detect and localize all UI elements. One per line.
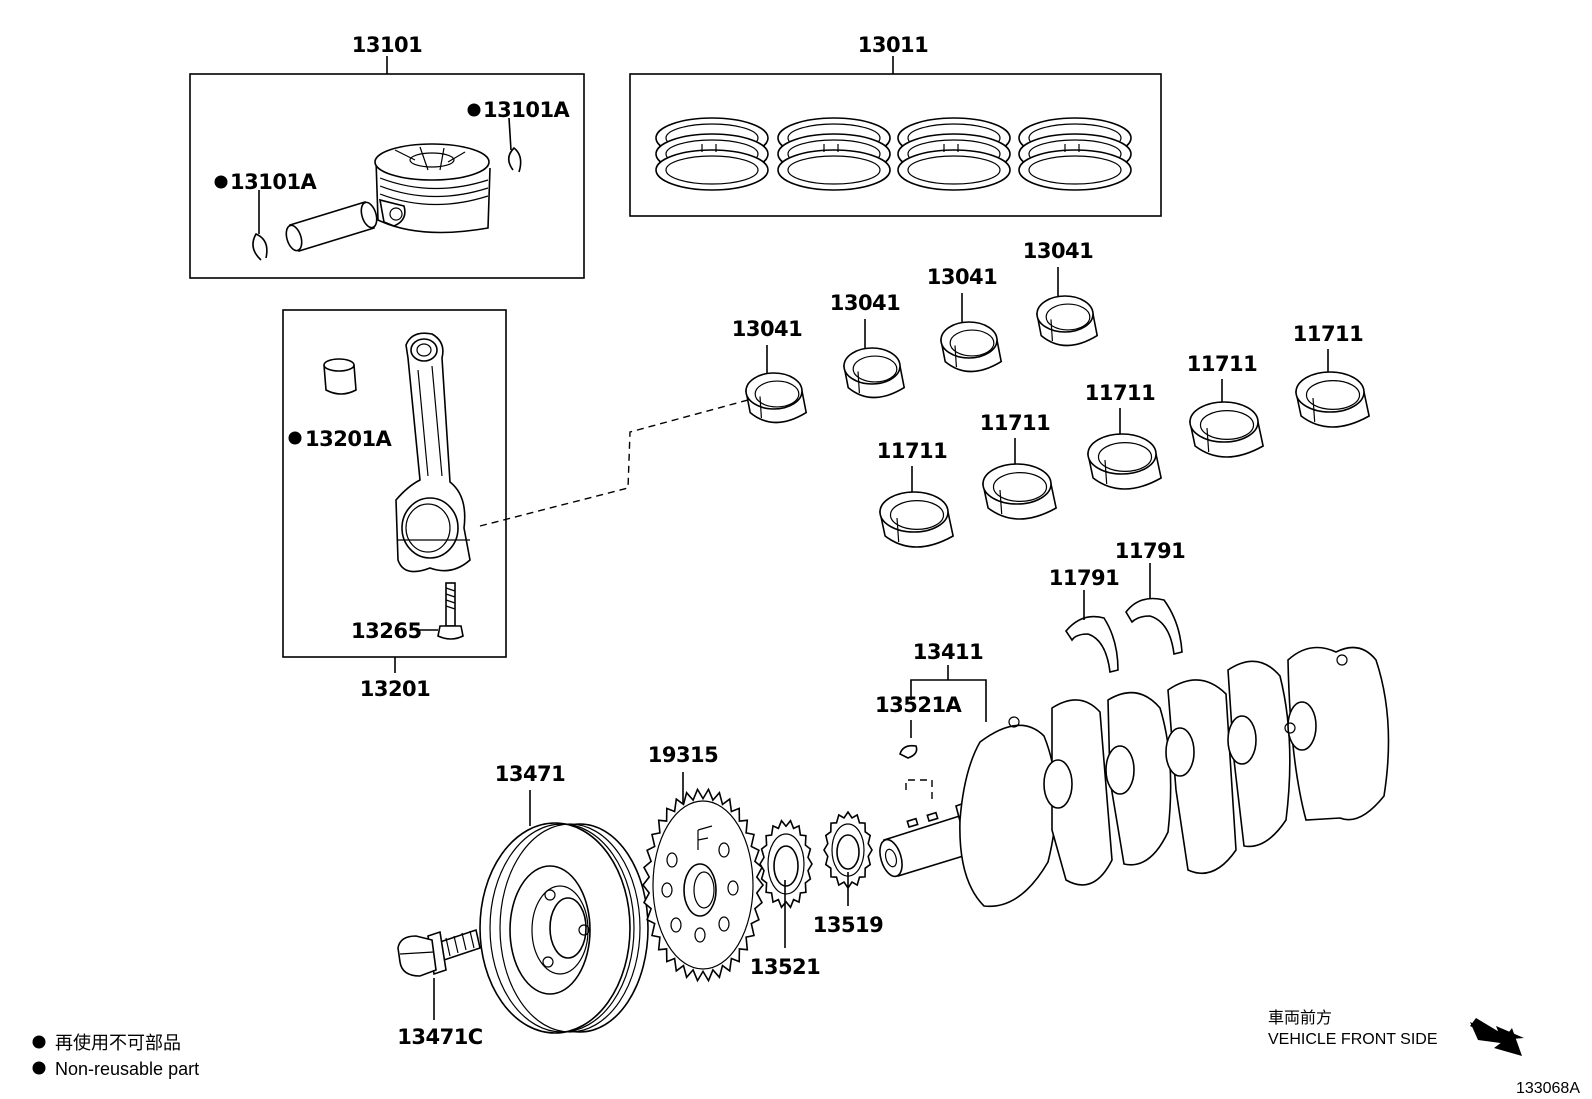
con-rod-bolt-icon [437,582,464,640]
label-snap-ring-left[interactable]: 13101A [230,170,318,194]
label-con-rod-bolt[interactable]: 13265 [351,619,422,643]
thrust-washers-group: 11791 11791 [1049,539,1186,673]
nonreusable-dot-icon [214,175,228,189]
con-rod-box [282,309,507,658]
label-pulley[interactable]: 13471 [495,762,566,786]
label-piston-set[interactable]: 13101 [352,33,423,57]
label-crank-key[interactable]: 13521A [875,693,963,717]
label-con-rod-assy[interactable]: 13201 [360,677,431,701]
front-arrow-icon [1470,1018,1524,1056]
direction-jp-text: 車両前方 [1268,1009,1332,1027]
label-rod-bearing-2[interactable]: 13041 [830,291,901,315]
figure-code: 133068A [1516,1080,1580,1097]
direction-en-text: VEHICLE FRONT SIDE [1268,1031,1438,1048]
legend-dot-icon [32,1035,46,1049]
main-bearing-3-icon [1087,433,1163,490]
rod-bearings-group: 13041 13041 13041 13041 [732,239,1099,424]
main-bearing-1-icon [879,491,955,548]
piston-pin-icon [285,201,378,252]
rod-bearing-4-icon [1036,295,1099,347]
oil-pump-sprocket-group: 13519 [813,810,884,937]
thrust-washer-2-icon [1125,597,1183,655]
label-rod-bearing-3[interactable]: 13041 [927,265,998,289]
ring-set-1-icon [655,117,769,191]
legend-en-text: Non-reusable part [55,1059,199,1079]
piston-rings-icon [655,117,1132,191]
legend-jp-text: 再使用不可部品 [55,1033,181,1053]
timing-rotor-group: 19315 [641,743,765,983]
label-oil-pump-sprocket[interactable]: 13519 [813,913,884,937]
main-bearing-2-icon [982,463,1058,520]
bushing-icon [323,358,357,395]
label-rod-bearing-1[interactable]: 13041 [732,317,803,341]
ring-set-3-icon [897,117,1011,191]
legend-dot-icon [32,1061,46,1075]
ring-set-group: 13011 [629,33,1162,217]
vehicle-front-indicator: 車両前方 VEHICLE FRONT SIDE [1268,1009,1524,1056]
con-rod-group: 13201 13201A 13265 [282,309,507,701]
piston-icon [374,143,491,234]
crank-sprocket-group: 13521 [750,819,821,979]
thrust-washer-1-icon [1065,615,1119,673]
rod-bearing-3-icon [940,321,1003,373]
crankshaft-group: 13411 13521A [875,640,1390,908]
ring-set-2-icon [777,117,891,191]
snap-ring-right-icon [507,146,522,173]
label-snap-ring-right[interactable]: 13101A [483,98,571,122]
label-crank-sprocket[interactable]: 13521 [750,955,821,979]
snap-ring-left-icon [252,232,268,261]
crank-sprocket-icon [759,819,813,909]
ring-set-box [629,73,1162,217]
nonreusable-dot-icon [288,431,302,445]
label-thrust-washer-1[interactable]: 11791 [1049,566,1120,590]
oil-pump-sprocket-icon [823,810,873,890]
ring-set-4-icon [1018,117,1132,191]
label-thrust-washer-2[interactable]: 11791 [1115,539,1186,563]
rod-bearing-1-icon [745,372,808,424]
label-main-bearing-5[interactable]: 11711 [1293,322,1364,346]
crankshaft-pulley-icon [479,822,649,1034]
piston-group: 13101 13101A 13101A [189,33,585,279]
main-bearings-group: 11711 11711 11711 11711 11711 [877,322,1371,548]
pulley-group: 13471 [479,762,649,1034]
crank-key-icon [899,744,918,759]
label-main-bearing-2[interactable]: 11711 [980,411,1051,435]
main-bearing-5-icon [1295,371,1371,428]
label-main-bearing-3[interactable]: 11711 [1085,381,1156,405]
label-ring-set[interactable]: 13011 [858,33,929,57]
crankshaft-icon [879,646,1390,908]
nonreusable-dot-icon [467,103,481,117]
rod-bearing-2-icon [843,347,906,399]
label-rod-bearing-4[interactable]: 13041 [1023,239,1094,263]
pulley-bolt-icon [397,928,481,977]
label-main-bearing-1[interactable]: 11711 [877,439,948,463]
main-bearing-4-icon [1189,401,1265,458]
assembly-dashed-line [479,399,749,527]
label-pulley-bolt[interactable]: 13471C [397,1025,483,1049]
connecting-rod-icon [395,332,471,573]
label-timing-rotor[interactable]: 19315 [648,743,719,767]
label-crankshaft[interactable]: 13411 [913,640,984,664]
label-main-bearing-4[interactable]: 11711 [1187,352,1258,376]
label-con-rod-bushing[interactable]: 13201A [305,427,393,451]
pulley-bolt-group: 13471C [397,928,483,1049]
timing-rotor-icon [641,787,765,983]
legend: 再使用不可部品 Non-reusable part [32,1033,199,1079]
